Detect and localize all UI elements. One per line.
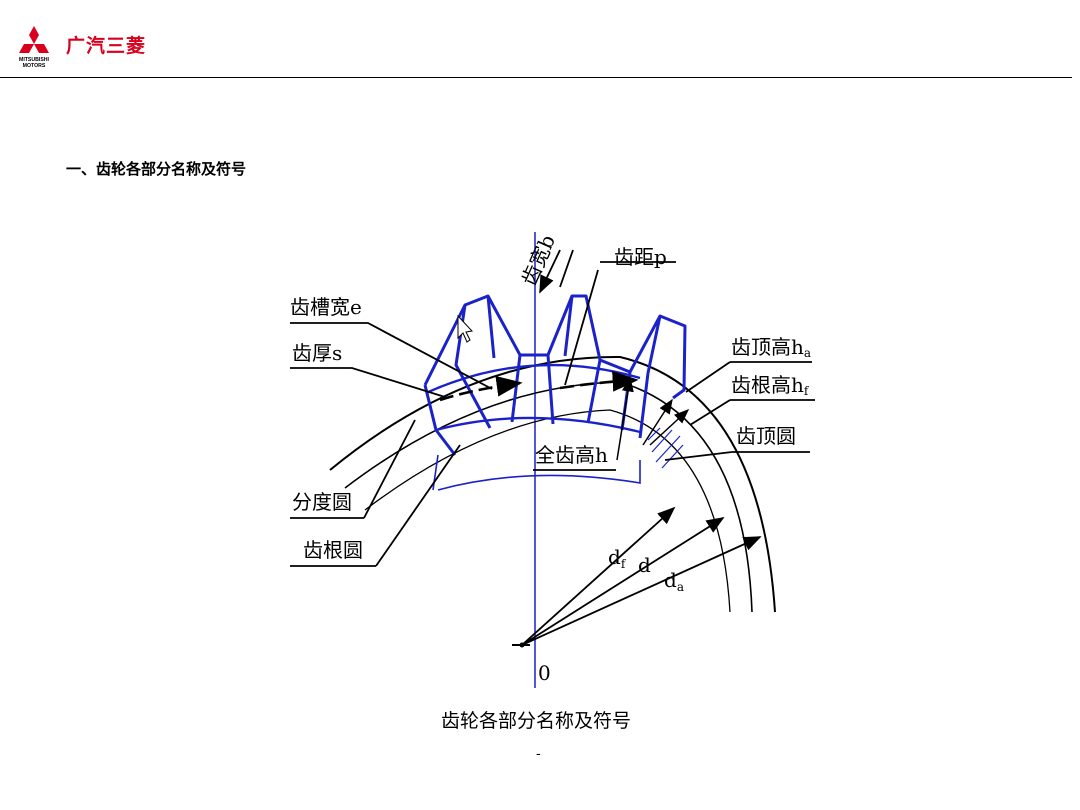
space-width-label: 齿槽宽e [290,295,362,319]
gear-teeth [423,294,687,456]
pitch-circle-label: 分度圆 [292,490,352,514]
pitch-label: 齿距p [614,245,667,269]
tip-circle-arc [329,355,776,613]
logo-line2: MOTORS [23,63,46,69]
brand-name: 广汽三菱 [66,35,147,57]
logo-line1: MITSUBISHI [19,57,50,63]
dedendum-label: 齿根高hf [731,373,810,398]
header-divider [0,77,1072,78]
mitsubishi-logo-icon: MITSUBISHI MOTORS [19,26,50,69]
section-heading: 一、齿轮各部分名称及符号 [66,160,247,178]
header: MITSUBISHI MOTORS 广汽三菱 [0,0,1080,80]
df-label: df [608,545,627,571]
tip-circle-label: 齿顶圆 [736,424,796,448]
tooth-width-label: 齿宽b [517,231,560,289]
mouse-cursor-icon [457,314,474,343]
origin-label: 0 [538,661,551,685]
hatch-pattern [647,427,684,469]
addendum-label: 齿顶高ha [731,335,811,360]
whole-depth-label: 全齿高h [535,443,608,467]
tooth-thickness-label: 齿厚s [292,341,342,365]
d-label: d [638,553,651,577]
page-marker: - [536,746,541,762]
root-circle-label: 齿根圆 [303,538,363,562]
figure-caption: 齿轮各部分名称及符号 [441,710,632,732]
da-label: da [664,568,684,594]
